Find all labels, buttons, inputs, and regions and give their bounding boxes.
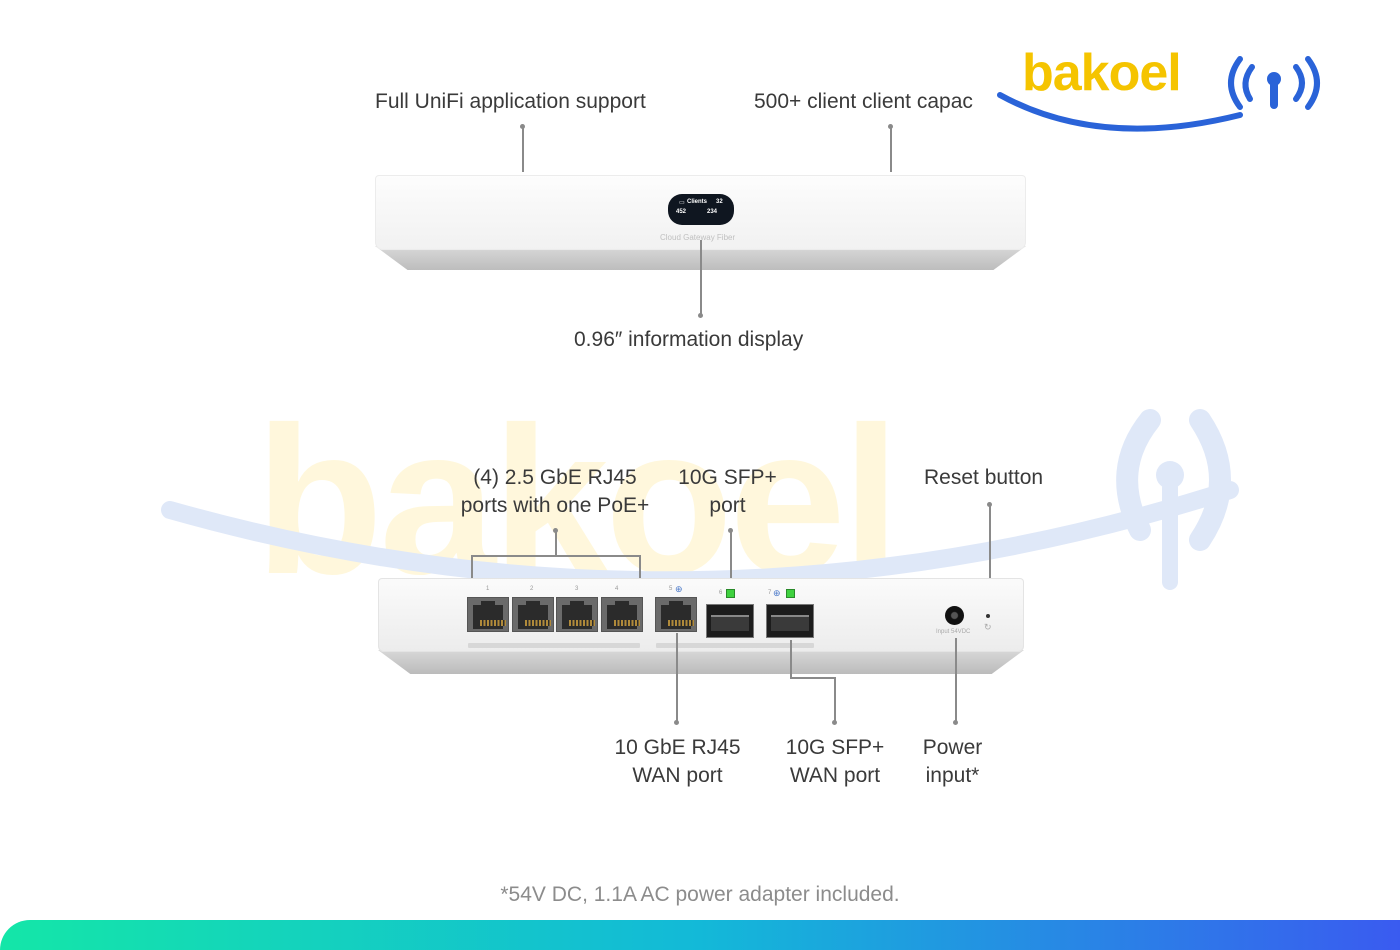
callout-wan-sfp: 10G SFP+ WAN port [770,734,900,790]
port-number: 6 [719,590,723,596]
callout-app-support: Full UniFi application support [375,90,646,113]
sfp-port[interactable] [706,604,754,638]
callout-line [890,127,892,172]
callout-dot [728,528,733,533]
callout-dot [832,720,837,725]
display-clients-count: 32 [716,199,723,205]
callout-power-line2: input* [925,764,980,787]
port-strip [656,643,814,648]
callout-line [730,531,732,586]
rj45-port-3[interactable] [556,597,598,632]
bracket-right [639,555,641,578]
logo-text: bakoel [1022,44,1182,102]
callout-wan-rj45: 10 GbE RJ45 WAN port [605,734,750,790]
rj45-wan-port[interactable] [655,597,697,632]
display-left-value: 452 [676,209,687,215]
port-number: 7 [768,590,772,596]
callout-line [989,505,991,613]
display-right-value: 234 [707,209,718,215]
callout-client-capacity: 500+ client client capac [754,90,973,113]
callout-power-line1: Power [922,736,983,759]
port-strip [468,643,640,648]
callout-dot [987,502,992,507]
power-jack-label: Input 54VDC [936,629,971,635]
callout-dot [698,313,703,318]
info-display: ▭ Clients 32 452 234 [668,194,734,225]
callout-dot [953,720,958,725]
callout-line [834,677,836,721]
callout-line [522,127,524,172]
bottom-gradient-bar [0,920,1400,950]
callout-rj45-line1: (4) 2.5 GbE RJ45 [473,466,637,489]
footnote: *54V DC, 1.1A AC power adapter included. [500,883,900,906]
bracket-line [471,555,640,557]
globe-icon: ⊕ [773,588,781,598]
sfp-wan-port[interactable] [766,604,814,638]
callout-wan-rj45-line1: 10 GbE RJ45 [614,736,741,759]
callout-display: 0.96″ information display [574,328,804,351]
callout-sfp-port: 10G SFP+ port [670,464,785,520]
rj45-port-1[interactable] [467,597,509,632]
callout-line [955,638,957,721]
callout-dot [674,720,679,725]
callout-rj45-line2: ports with one PoE+ [460,494,650,517]
port-number: 3 [575,586,579,592]
sfp-led [726,589,735,598]
globe-icon: ⊕ [675,584,683,594]
callout-sfp-line2: port [709,494,746,517]
power-jack[interactable] [945,606,964,625]
device-caption: Cloud Gateway Fiber [660,233,736,242]
callout-reset: Reset button [924,466,1044,489]
reset-icon: ↻ [984,622,992,632]
callout-dot [520,124,525,129]
sfp-wan-led [786,589,795,598]
port-number: 1 [486,586,490,592]
callout-wan-sfp-line2: WAN port [789,764,881,787]
callout-sfp-line1: 10G SFP+ [678,466,777,489]
callout-dot [888,124,893,129]
bracket-left [471,555,473,578]
callout-wan-rj45-line2: WAN port [632,764,723,787]
rj45-port-4[interactable] [601,597,643,632]
callout-dot [553,528,558,533]
port-number: 2 [530,586,534,592]
callout-line [676,633,678,721]
bakoel-logo: bakoel [990,35,1340,140]
callout-line [700,240,702,315]
port-number: 5 [669,586,673,592]
display-icon: ▭ [679,200,685,206]
reset-button[interactable] [986,614,990,618]
callout-line [790,640,792,678]
callout-power: Power input* [910,734,995,790]
device2-base [378,650,1024,674]
display-clients-label: Clients [687,199,708,205]
rj45-port-2[interactable] [512,597,554,632]
callout-line [555,531,557,556]
callout-rj45-ports: (4) 2.5 GbE RJ45 ports with one PoE+ [445,464,665,520]
callout-line [790,677,835,679]
port-number: 4 [615,586,619,592]
callout-wan-sfp-line1: 10G SFP+ [785,736,885,759]
